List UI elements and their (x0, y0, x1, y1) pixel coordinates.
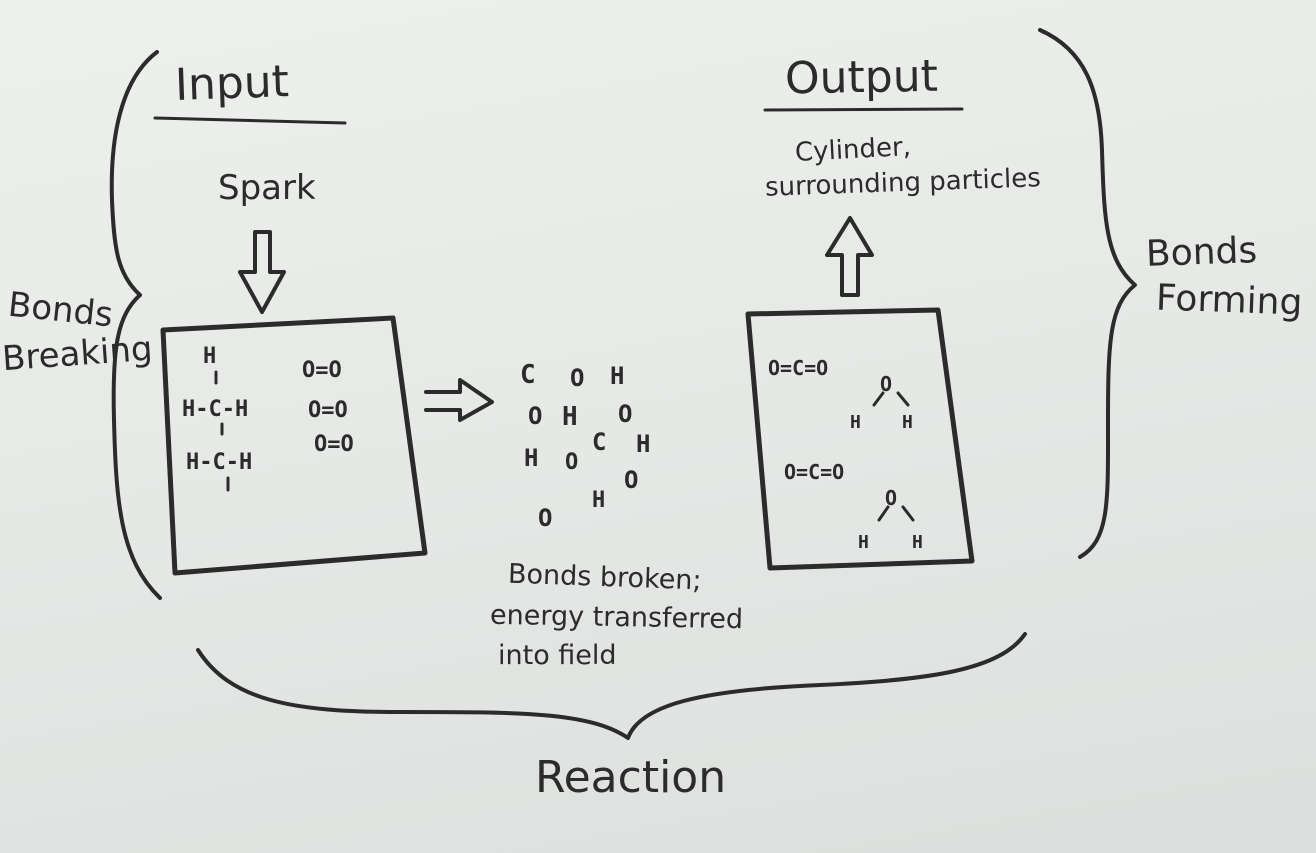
output-title: Output (784, 50, 939, 105)
input-box (160, 315, 428, 576)
co2-molecule-2: O=C=O (784, 460, 845, 484)
atom: C (592, 428, 607, 456)
water-bond (896, 391, 910, 407)
spark-label: Spark (218, 168, 316, 208)
spark-arrow (238, 230, 286, 314)
water-2-hydrogen: H (858, 532, 869, 553)
oxygen-molecule-2: O=O (308, 398, 348, 423)
ethane-row-1: H-C-H (182, 397, 249, 422)
atom: H (636, 430, 651, 458)
water-1-hydrogen: H (850, 412, 861, 433)
output-box (745, 307, 975, 571)
left-brace (109, 50, 162, 600)
output-note-line1: Cylinder, (794, 131, 912, 169)
bonds-forming-label-2: Forming (1155, 277, 1304, 324)
atom: O (538, 504, 553, 532)
atom: O (528, 402, 543, 430)
reaction-arrow (424, 378, 494, 422)
water-2-hydrogen: H (912, 532, 923, 553)
oxygen-molecule-3: O=O (314, 432, 354, 457)
atom: C (520, 360, 536, 390)
middle-note-line2: energy transferred (489, 599, 744, 636)
input-underline (153, 116, 347, 125)
atom: H (610, 362, 625, 390)
atom: O (565, 450, 579, 475)
water-2-oxygen: O (885, 486, 898, 510)
output-underline (763, 107, 964, 112)
reaction-title: Reaction (535, 752, 727, 803)
ethane-row-2: H-C-H (186, 450, 253, 475)
atom: O (624, 466, 639, 494)
bonds-forming-label-1: Bonds (1145, 230, 1258, 275)
middle-note-line3: into field (498, 640, 617, 671)
atom: O (618, 400, 633, 428)
oxygen-molecule-1: O=O (302, 358, 342, 383)
water-1-hydrogen: H (902, 412, 913, 433)
water-1-oxygen: O (880, 372, 893, 396)
bottom-brace (196, 632, 1027, 740)
ethane-top-h: H (203, 344, 217, 369)
atom: H (562, 402, 578, 432)
atom: H (592, 488, 606, 513)
output-arrow (825, 216, 874, 297)
input-title: Input (174, 56, 290, 111)
co2-molecule-1: O=C=O (768, 356, 829, 380)
water-bond (877, 505, 890, 522)
right-brace (1038, 28, 1137, 559)
atom: O (570, 364, 585, 392)
atom: H (524, 444, 539, 472)
water-bond (901, 505, 915, 522)
water-bond (872, 391, 885, 407)
